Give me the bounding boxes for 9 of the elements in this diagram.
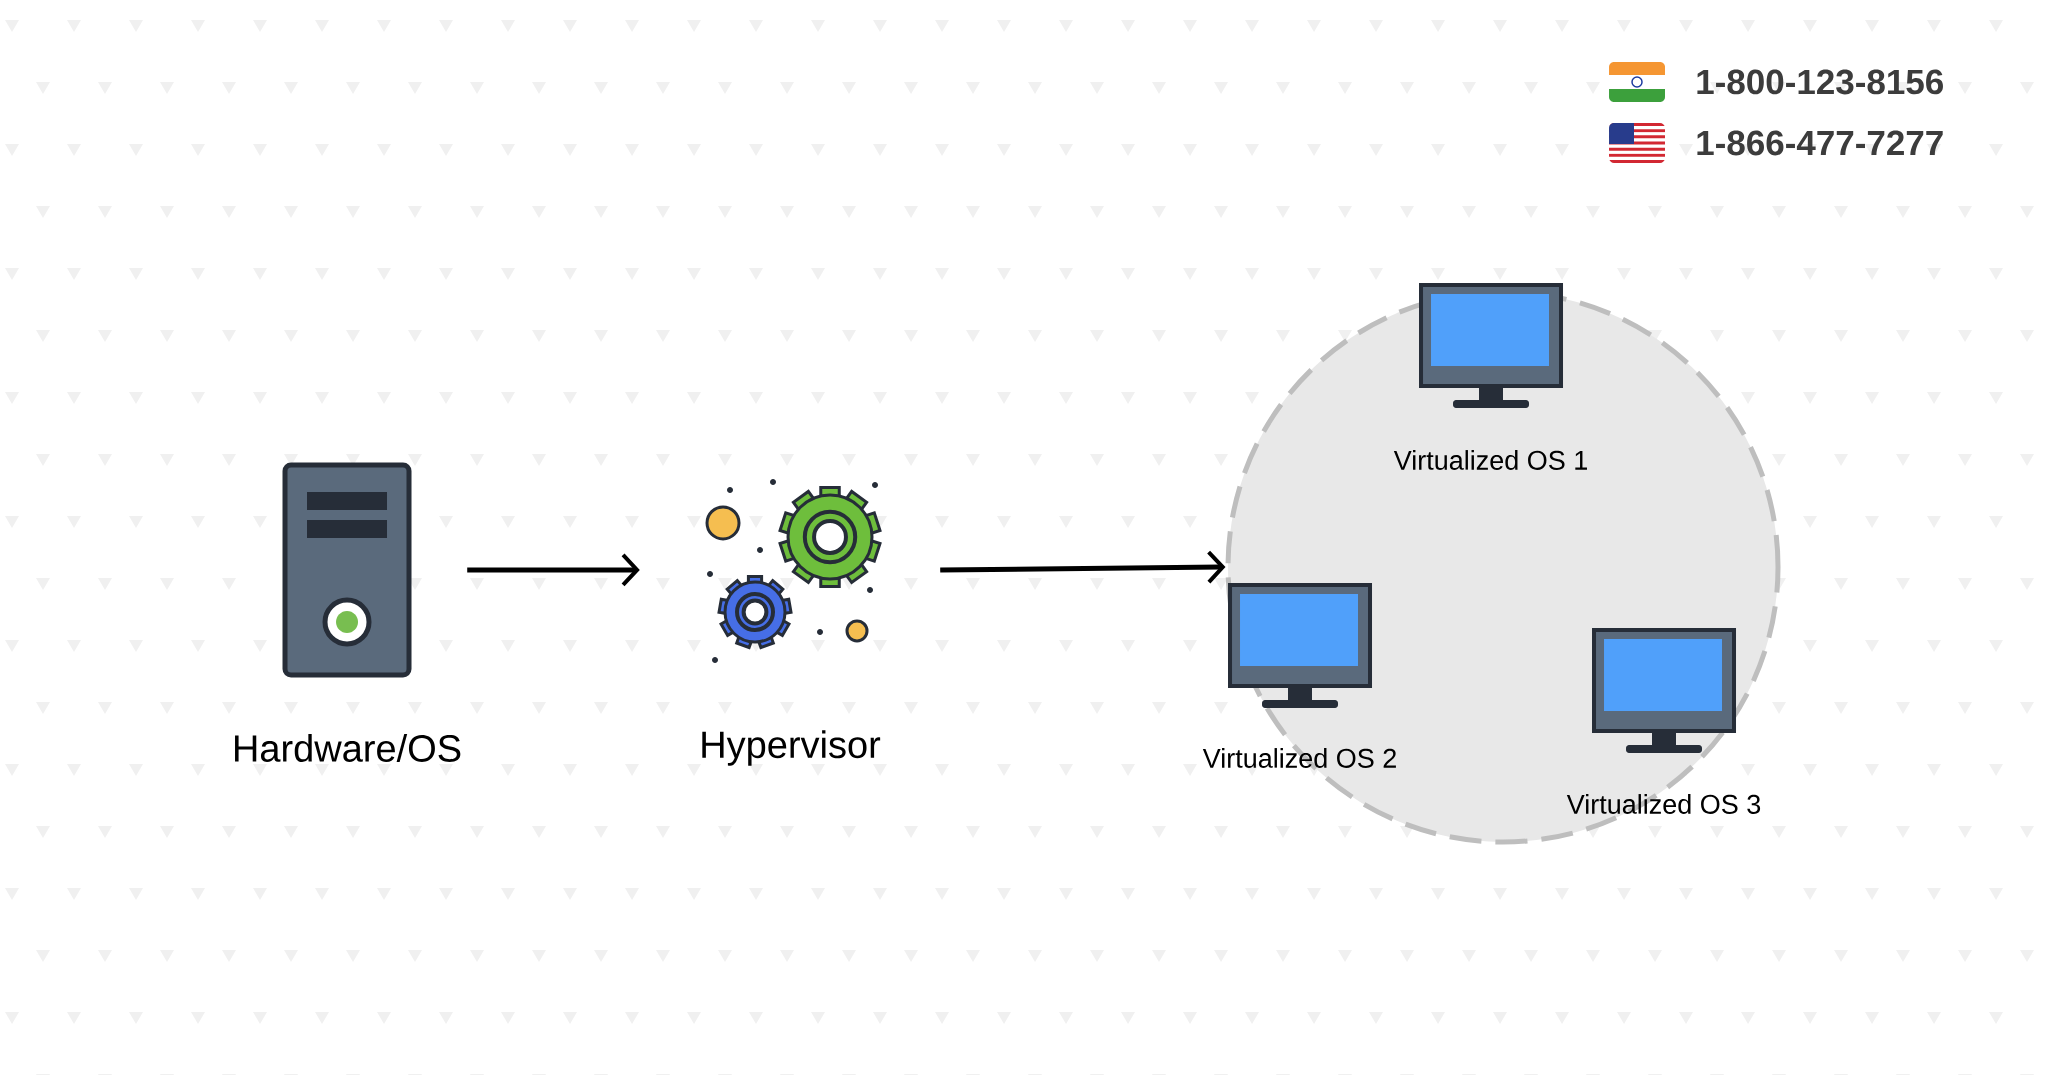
phone-number: 1-866-477-7277: [1697, 130, 1943, 156]
arrow: [940, 550, 1226, 584]
phone-number: 1-800-123-8156: [1697, 69, 1943, 95]
node-label: Hardware/OS: [235, 734, 461, 762]
node-label: Virtualized OS 1: [1393, 450, 1587, 470]
arrow: [467, 553, 640, 587]
node-label: Virtualized OS 2: [1202, 748, 1396, 768]
node-label: Hypervisor: [702, 730, 881, 766]
node-label: Virtualized OS 3: [1566, 794, 1761, 814]
